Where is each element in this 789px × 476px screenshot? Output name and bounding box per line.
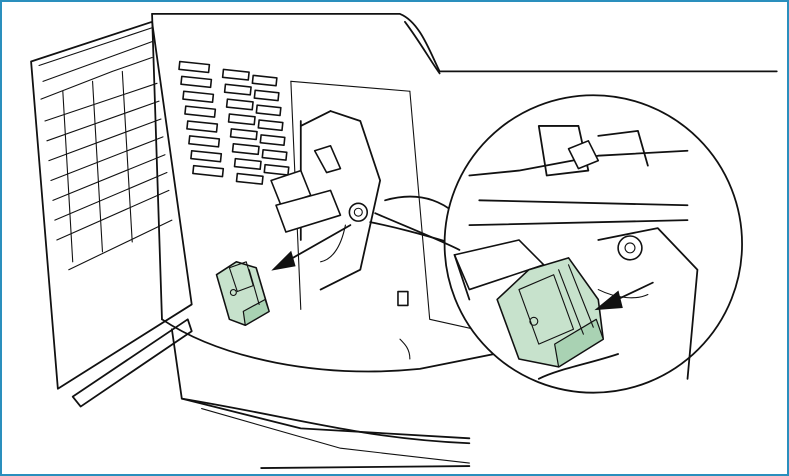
staple-cartridge-small (215, 261, 270, 327)
arrow-icon (271, 224, 352, 271)
staple-cartridge-icon (496, 257, 605, 368)
arrow-icon-large (594, 281, 654, 311)
open-side-door (30, 20, 193, 408)
stapler-unit (270, 110, 471, 360)
vent-grille (178, 60, 290, 185)
printer-body (151, 13, 778, 469)
detail-connector (374, 212, 461, 251)
magnified-detail (443, 94, 743, 394)
